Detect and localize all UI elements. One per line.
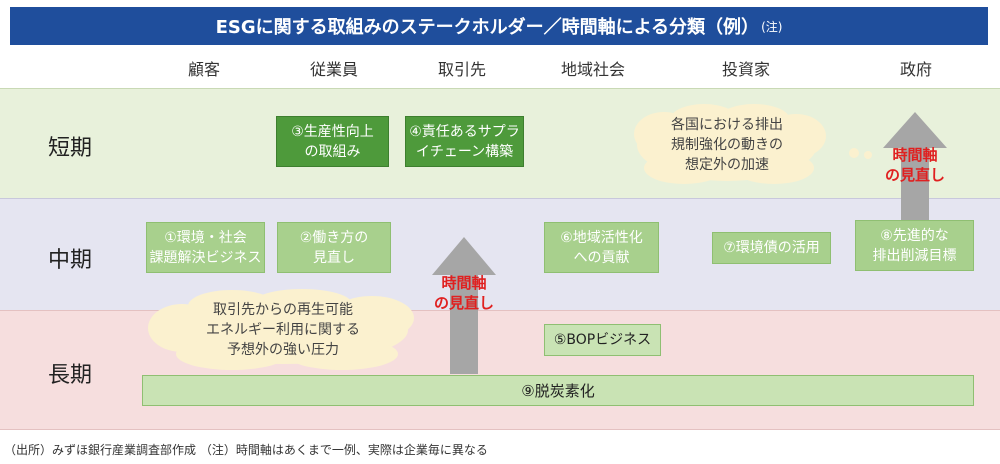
box-target-line-2: 排出削減目標 [872,247,957,264]
column-government: 政府 [899,60,933,79]
cloud-upper-line-2: 規制強化の動きの [671,137,783,153]
up-arrow-left [432,237,496,374]
box-regional-revitalization: ⑥地域活性化 への貢献 [544,222,659,273]
cloud-upper-line-1: 各国における排出 [671,117,783,133]
column-community: 地域社会 [560,60,626,79]
box-regional-line-1: ⑥地域活性化 [560,229,643,246]
arrow-label-left: 時間軸 の見直し [434,273,494,313]
box-work-line-2: 見直し [313,249,355,266]
box-work-line-1: ②働き方の [299,229,369,246]
row-label-long: 長期 [48,363,93,388]
box-supply-chain-line-1: ④責任あるサプラ [409,123,520,140]
box-productivity-line-2: の取組み [304,143,361,160]
cloud-shape [634,104,826,184]
box-env-line-2: 課題解決ビジネス [149,249,262,266]
box-regional-line-2: への貢献 [573,249,630,266]
cloud-lower-line-3: 予想外の強い圧力 [227,342,339,358]
box-env-line-1: ①環境・社会 [164,229,247,246]
cloud-lower-line-2: エネルギー利用に関する [206,322,360,338]
cloud-tail-dots [849,148,872,159]
cloud-lower-line-1: 取引先からの再生可能 [213,302,353,318]
box-supply-chain-line-2: イチェーン構築 [415,143,514,160]
box-decarbonization-label: ⑨脱炭素化 [521,381,595,400]
box-decarbonization: ⑨脱炭素化 [142,375,974,406]
box-environment-social-business: ①環境・社会 課題解決ビジネス [146,222,265,273]
column-investors: 投資家 [721,60,771,79]
cloud-emission-regulation: 各国における排出 規制強化の動きの 想定外の加速 [624,102,830,188]
cloud-supplier-pressure: 取引先からの再生可能 エネルギー利用に関する 予想外の強い圧力 [142,288,424,372]
box-emission-target: ⑧先進的な 排出削減目標 [855,220,974,271]
box-bop-label: ⑤BOPビジネス [553,332,652,348]
page-title: ESGに関する取組みのステークホルダー／時間軸による分類（例） [215,17,760,38]
title-bar: ESGに関する取組みのステークホルダー／時間軸による分類（例） (注) [10,7,988,45]
footer-source-note: （出所）みずほ銀行産業調査部作成 （注）時間軸はあくまで一例、実際は企業毎に異な… [4,443,488,457]
arrow-label-left-line-2: の見直し [433,294,495,312]
box-productivity-line-1: ③生産性向上 [291,123,374,140]
box-supply-chain: ④責任あるサプラ イチェーン構築 [405,116,524,167]
arrow-label-left-line-1: 時間軸 [441,274,487,292]
box-bop-business: ⑤BOPビジネス [544,324,661,356]
column-customer: 顧客 [187,60,221,79]
box-green-bond-label: ⑦環境債の活用 [723,240,820,256]
cloud-upper-line-3: 想定外の加速 [685,157,769,173]
box-green-bond: ⑦環境債の活用 [712,232,831,264]
row-label-short: 短期 [48,136,93,161]
up-arrow-right [883,112,947,220]
arrow-label-right-line-2: の見直し [884,166,946,184]
box-target-line-1: ⑧先進的な [880,227,949,244]
cloud-shape [148,289,414,370]
column-suppliers: 取引先 [437,60,487,79]
title-note: (注) [761,19,783,34]
arrow-label-right: 時間軸 の見直し [885,145,945,185]
row-label-mid: 中期 [48,248,93,273]
box-work-style: ②働き方の 見直し [277,222,391,273]
column-employees: 従業員 [309,60,359,79]
box-productivity: ③生産性向上 の取組み [276,116,389,167]
arrow-label-right-line-1: 時間軸 [892,146,938,164]
